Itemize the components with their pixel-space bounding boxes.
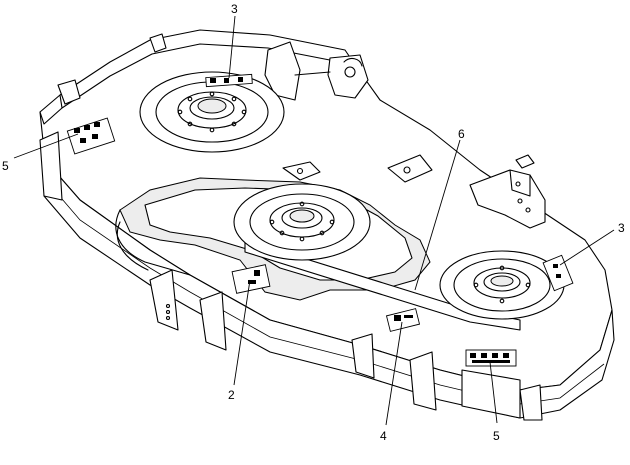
rear-center-bracket [264, 41, 301, 101]
callout-2: 2 [228, 388, 235, 402]
center-spindle [233, 183, 371, 261]
callout-leaders [13, 15, 615, 426]
decal-spindle-right [542, 254, 574, 292]
right-spindle [439, 250, 565, 320]
callout-4: 4 [380, 429, 387, 443]
decal-rear-left [66, 117, 116, 155]
callout-5-bottom: 5 [493, 429, 500, 443]
callout-6: 6 [458, 127, 465, 141]
decal-front-right [465, 349, 517, 367]
callout-3-top: 3 [231, 2, 238, 16]
rear-right-bracket [469, 169, 546, 229]
callout-5-left: 5 [2, 159, 9, 173]
decal-center-front [231, 264, 271, 294]
callout-3-right: 3 [618, 221, 625, 235]
decal-baffle-front [385, 308, 421, 332]
decal-spindle-left [205, 73, 253, 88]
left-spindle [139, 71, 285, 153]
